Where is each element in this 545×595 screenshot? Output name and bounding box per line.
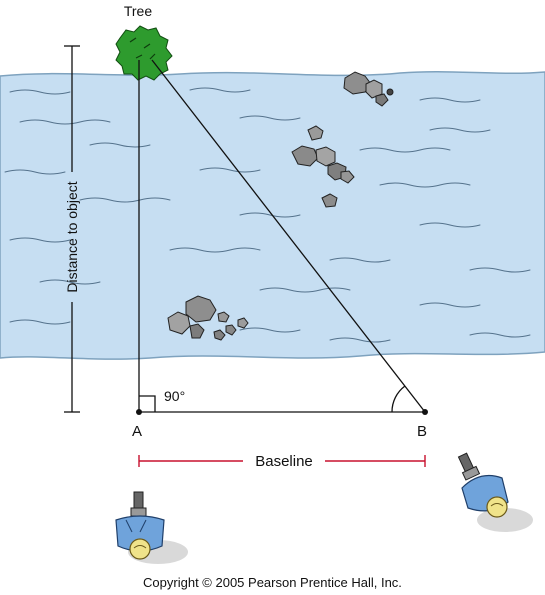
rock-cluster-icon bbox=[343, 71, 394, 107]
rock-cluster-icon bbox=[167, 295, 249, 341]
angle-label: 90° bbox=[164, 388, 185, 404]
transit-instrument-icon bbox=[130, 491, 147, 517]
tree-icon bbox=[115, 25, 173, 81]
triangle bbox=[138, 59, 426, 413]
point-b-label: B bbox=[417, 423, 427, 440]
copyright-notice: Copyright © 2005 Pearson Prentice Hall, … bbox=[143, 575, 402, 590]
surveyor-icon bbox=[115, 491, 188, 564]
rock-cluster-icon bbox=[291, 125, 355, 208]
point-b-marker bbox=[422, 409, 428, 415]
distance-dimension bbox=[64, 45, 80, 413]
transit-instrument-icon bbox=[457, 452, 481, 481]
tree-label: Tree bbox=[124, 3, 152, 19]
point-a-label: A bbox=[132, 423, 142, 440]
baseline-dimension bbox=[138, 455, 426, 467]
distance-label: Distance to object bbox=[64, 181, 80, 292]
point-a-marker bbox=[136, 409, 142, 415]
surveyor-icon bbox=[457, 452, 533, 532]
baseline-label: Baseline bbox=[255, 453, 313, 470]
